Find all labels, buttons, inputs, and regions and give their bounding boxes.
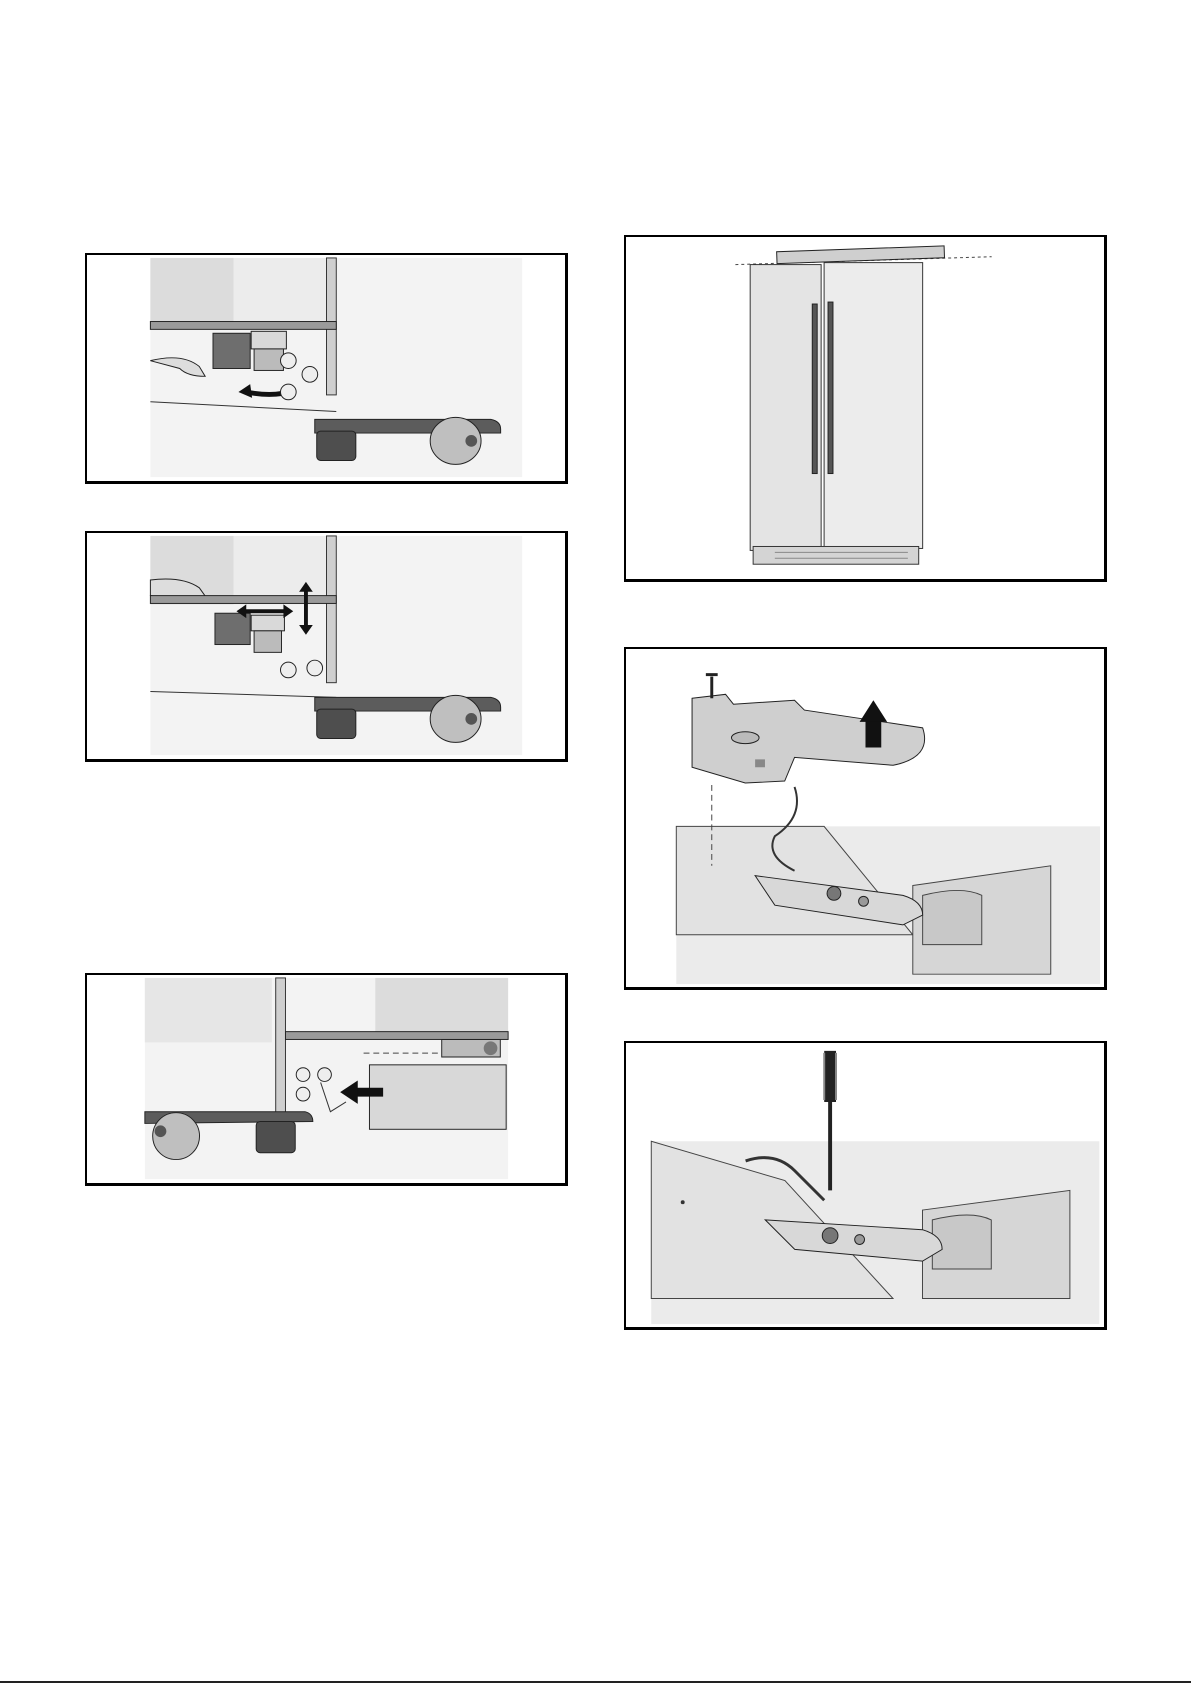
illustration-level-top [626,237,1104,579]
illustration-hinge-cover [626,649,1104,987]
figure-lock-nut [85,253,568,484]
fridge-handle [828,302,833,473]
page-bottom-rule [0,1681,1191,1683]
spirit-level [777,246,945,264]
illustration-toe-cover [87,975,565,1183]
illustration-leveling-leg [87,533,565,759]
illustration-lock-nut [87,255,565,481]
figure-level-top [624,235,1107,582]
figure-screwdriver-hinge [624,1041,1107,1330]
figure-leveling-leg [85,531,568,762]
freezer-handle [812,304,817,474]
illustration-screwdriver-hinge [626,1043,1104,1327]
figure-toe-cover [85,973,568,1186]
figure-hinge-cover [624,647,1107,990]
hinge-cover [692,694,925,783]
